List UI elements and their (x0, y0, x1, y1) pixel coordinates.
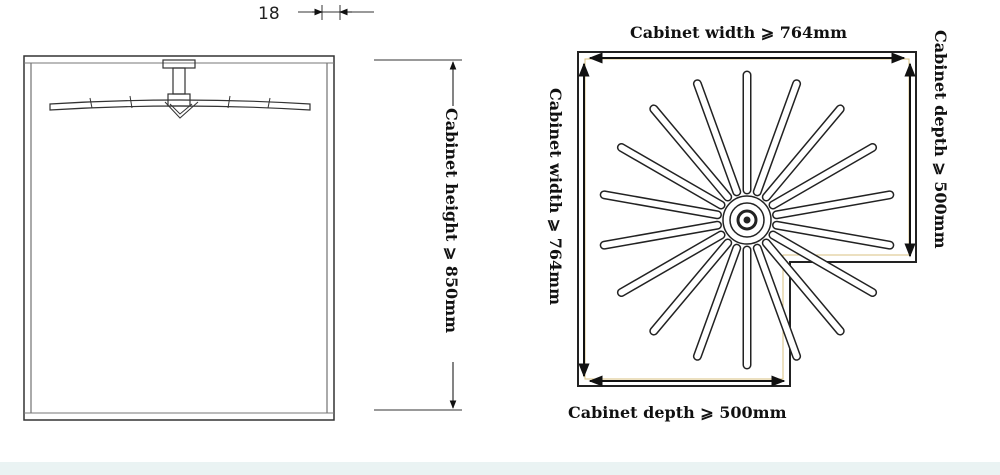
rack-rod-fill (618, 144, 725, 208)
bottom-depth-label: Cabinet depth ⩾ 500mm (568, 403, 787, 422)
rack-rod-fill (694, 245, 740, 360)
height-label: Cabinet height ⩾ 850mm (442, 108, 461, 333)
right-depth-label: Cabinet depth ⩾ 500mm (931, 30, 950, 249)
center-hub-icon (722, 195, 772, 245)
rack-rod-fill (773, 191, 893, 218)
cabinet-l-outline (577, 51, 917, 387)
top-width-label: Cabinet width ⩾ 764mm (630, 23, 847, 42)
radial-rack-spokes (599, 70, 895, 370)
rack-rod-fill (773, 222, 893, 249)
rack-rod-fill (601, 222, 721, 249)
thickness-dimension: 18 (258, 4, 374, 24)
rack-rod-fill (650, 239, 731, 335)
rack-rod-fill (618, 232, 725, 296)
front-elevation-view: 18 Cabinet height ⩾ (23, 4, 462, 421)
rack-rod-fill (694, 80, 740, 195)
bottom-strip (0, 462, 1000, 475)
top-view-corner-cabinet: Cabinet width ⩾ 764mm Cabinet depth ⩾ 50… (546, 23, 950, 422)
rack-rod-fill (769, 144, 876, 208)
rack-rod-fill (601, 191, 721, 218)
lazy-susan-rack-icon (49, 59, 311, 119)
rack-rod-fill (769, 232, 876, 296)
rack-rod-fill (650, 105, 731, 201)
left-width-label: Cabinet width ⩾ 764mm (546, 88, 565, 305)
rack-rod-fill (763, 105, 844, 201)
thickness-label: 18 (258, 4, 280, 24)
rack-rod-fill (763, 239, 844, 335)
height-dimension: Cabinet height ⩾ 850mm (374, 59, 462, 411)
rack-rod-fill (754, 80, 800, 195)
cabinet-front-box (23, 55, 335, 421)
rack-rod-fill (754, 245, 800, 360)
